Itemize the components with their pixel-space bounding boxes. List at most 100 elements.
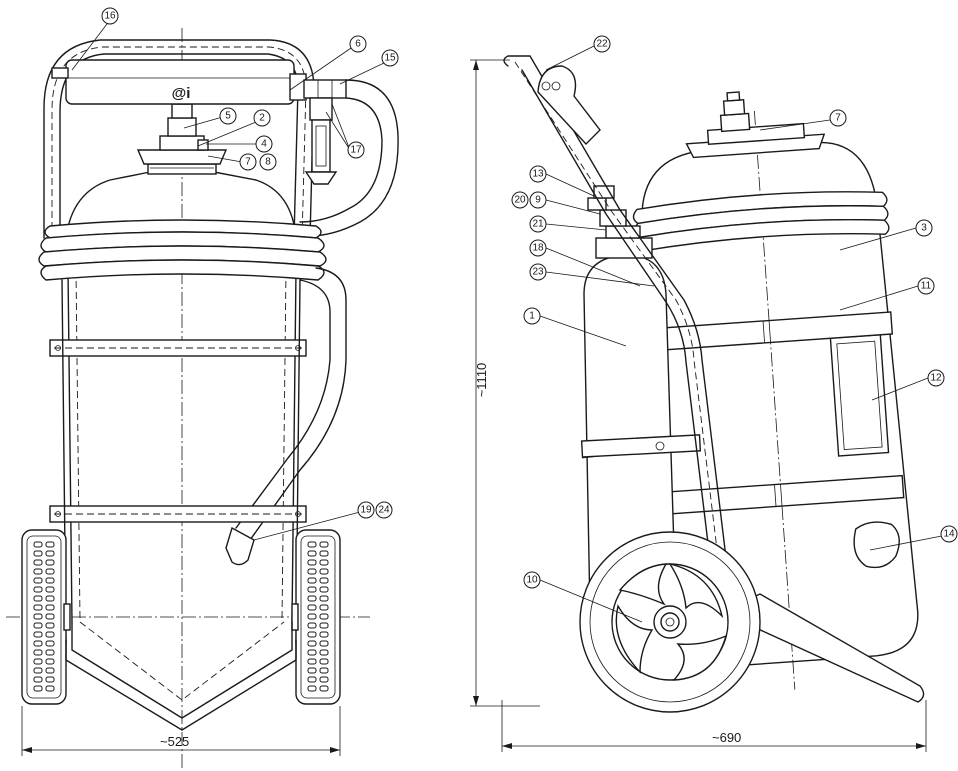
tread-slot — [33, 685, 43, 692]
tread-slot — [33, 631, 43, 638]
side-wheel — [579, 531, 761, 713]
callout-4: 4 — [255, 135, 273, 153]
svg-text:7: 7 — [835, 113, 841, 124]
callout-19: 19 — [357, 501, 375, 519]
height-dimension: ~1110 — [474, 363, 489, 398]
front-view: @i — [6, 28, 399, 768]
tread-slot — [33, 604, 43, 611]
svg-text:14: 14 — [943, 529, 955, 540]
tread-slot — [33, 640, 43, 647]
tread-slot — [33, 676, 43, 683]
svg-text:5: 5 — [225, 111, 231, 122]
tread-slot — [45, 676, 55, 683]
callout-20: 20 — [511, 191, 529, 209]
svg-text:7: 7 — [245, 157, 251, 168]
svg-text:2: 2 — [259, 113, 265, 124]
callout-3: 3 — [915, 219, 933, 237]
svg-text:24: 24 — [378, 505, 390, 516]
tread-slot — [33, 568, 43, 575]
callout-17: 17 — [347, 141, 365, 159]
tread-slot — [33, 622, 43, 629]
callout-10: 10 — [523, 571, 541, 589]
tread-slot — [33, 586, 43, 593]
leader-lines — [71, 19, 953, 623]
tread-slot — [307, 577, 317, 584]
tank-bottom — [71, 621, 293, 719]
svg-text:11: 11 — [921, 281, 932, 292]
tread-slot — [307, 622, 317, 629]
front-mark: @i — [172, 85, 191, 102]
tread-slot — [307, 649, 317, 656]
hose-lower — [249, 267, 347, 541]
svg-text:18: 18 — [532, 243, 544, 254]
svg-text:12: 12 — [930, 373, 942, 384]
tread-slot — [45, 577, 55, 584]
tread-slot — [33, 550, 43, 557]
callouts-front: 16 6 15 5 2 4 7 8 17 19 24 — [101, 7, 399, 519]
trolley-handle — [503, 55, 737, 641]
tread-slot — [319, 640, 329, 647]
callout-12: 12 — [927, 369, 945, 387]
svg-text:3: 3 — [921, 223, 927, 234]
tread-slot — [319, 622, 329, 629]
tank-neck — [147, 163, 217, 175]
tread-slot — [319, 559, 329, 566]
tread-slot — [45, 649, 55, 656]
callout-16: 16 — [101, 7, 119, 25]
tread-slot — [319, 649, 329, 656]
callout-14: 14 — [940, 525, 958, 543]
tread-slot — [307, 541, 317, 548]
svg-text:9: 9 — [535, 195, 541, 206]
hose-upper — [299, 79, 399, 237]
tread-slot — [33, 667, 43, 674]
callout-11: 11 — [917, 277, 935, 295]
svg-text:21: 21 — [532, 219, 544, 230]
tread-slot — [45, 613, 55, 620]
tread-slot — [307, 676, 317, 683]
nozzle-handle — [311, 119, 331, 173]
callout-7-side: 7 — [829, 109, 847, 127]
svg-text:1: 1 — [529, 311, 535, 322]
tread-slot — [45, 595, 55, 602]
tread-slot — [307, 550, 317, 557]
callout-23: 23 — [529, 263, 547, 281]
callout-2: 2 — [253, 109, 271, 127]
tread-slot — [45, 622, 55, 629]
callout-7-front: 7 — [239, 153, 257, 171]
callout-1: 1 — [523, 307, 541, 325]
tread-slot — [45, 568, 55, 575]
tread-slot — [45, 586, 55, 593]
svg-text:8: 8 — [265, 157, 271, 168]
tread-slot — [307, 658, 317, 665]
tread-slot — [319, 685, 329, 692]
tread-slot — [319, 604, 329, 611]
svg-text:13: 13 — [532, 169, 544, 180]
tread-slot — [33, 559, 43, 566]
svg-text:15: 15 — [384, 53, 396, 64]
width-dimension: ~525 — [160, 734, 189, 749]
tread-slot — [45, 667, 55, 674]
tread-slot — [307, 595, 317, 602]
tread-slot — [33, 613, 43, 620]
tread-slot — [319, 550, 329, 557]
label-panel — [829, 334, 890, 457]
tread-slot — [45, 604, 55, 611]
svg-text:20: 20 — [514, 195, 526, 206]
depth-dimension: ~690 — [712, 730, 741, 745]
tread-slot — [307, 568, 317, 575]
tread-slot — [319, 541, 329, 548]
tread-slot — [33, 595, 43, 602]
tread-slot — [307, 586, 317, 593]
tread-slot — [307, 613, 317, 620]
tread-slot — [319, 595, 329, 602]
svg-text:17: 17 — [350, 145, 362, 156]
svg-text:10: 10 — [526, 575, 538, 586]
wheel-right — [295, 529, 341, 705]
tread-slot — [33, 577, 43, 584]
callouts-side: 22 7 13 20 9 21 3 18 23 11 1 12 10 14 — [511, 35, 958, 589]
callout-18: 18 — [529, 239, 547, 257]
tread-slot — [319, 676, 329, 683]
svg-text:22: 22 — [596, 39, 608, 50]
callout-5: 5 — [219, 107, 237, 125]
